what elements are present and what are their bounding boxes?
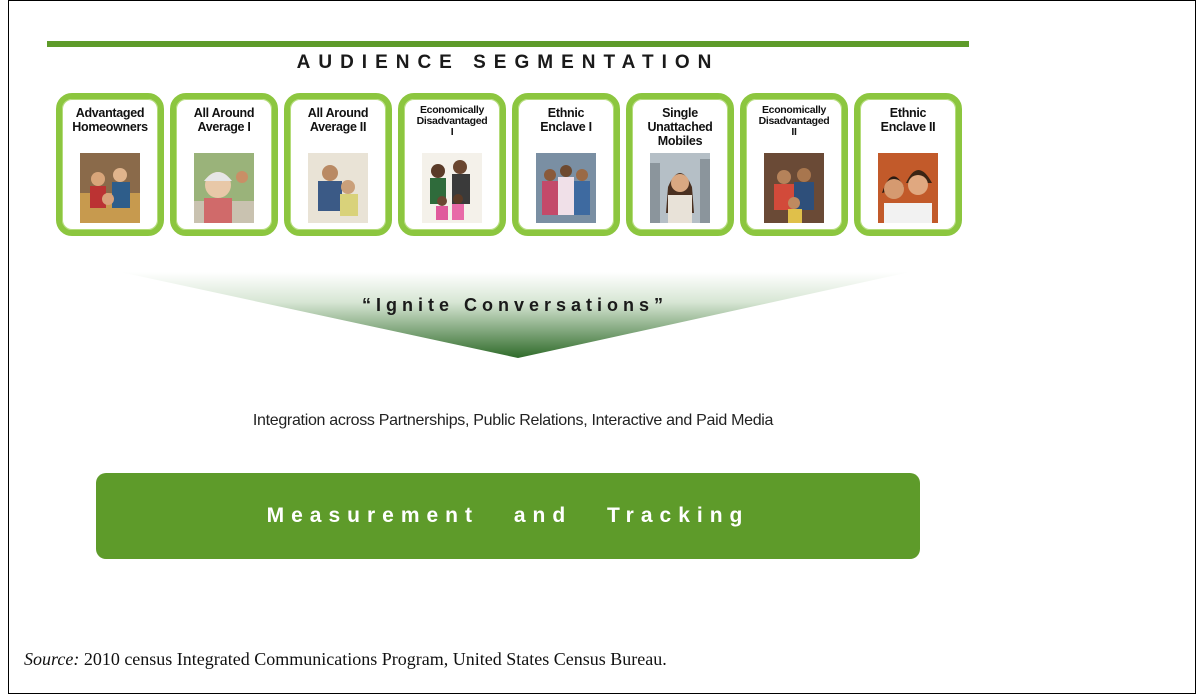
segment-label: All Around Average I <box>193 106 255 134</box>
source-label: Source: <box>24 649 80 669</box>
segment-card: All Around Average I <box>170 93 278 236</box>
integration-text: Integration across Partnerships, Public … <box>252 412 774 429</box>
segment-card: All Around Average II <box>284 93 392 236</box>
figure-frame <box>8 0 1196 694</box>
segment-card: Ethnic Enclave II <box>854 93 962 236</box>
segment-label: Advantaged Homeowners <box>72 106 148 134</box>
segment-label: All Around Average II <box>307 106 369 134</box>
segment-card: Economically Disadvantaged I <box>398 93 506 236</box>
segment-card: Economically Disadvantaged II <box>740 93 848 236</box>
funnel-shape <box>120 272 910 358</box>
measurement-box: Measurement and Tracking <box>96 473 920 559</box>
segment-photo <box>308 153 368 223</box>
measurement-label: Measurement and Tracking <box>266 504 750 527</box>
segment-card: Single Unattached Mobiles <box>626 93 734 236</box>
segment-card: Advantaged Homeowners <box>56 93 164 236</box>
segment-photo <box>80 153 140 223</box>
source-text: 2010 census Integrated Communications Pr… <box>79 649 667 669</box>
funnel-label: “Ignite Conversations” <box>361 295 669 315</box>
segment-photo <box>650 153 710 223</box>
segment-photo <box>422 153 482 223</box>
segment-label: Single Unattached Mobiles <box>647 106 713 148</box>
segment-label: Economically Disadvantaged I <box>416 104 488 138</box>
diagram-title: AUDIENCE SEGMENTATION <box>296 52 720 73</box>
segment-photo <box>194 153 254 223</box>
segment-label: Ethnic Enclave II <box>880 106 936 134</box>
segment-photo <box>536 153 596 223</box>
segment-photo <box>878 153 938 223</box>
segment-label: Ethnic Enclave I <box>540 106 592 134</box>
segment-card: Ethnic Enclave I <box>512 93 620 236</box>
segment-photo <box>764 153 824 223</box>
segment-label: Economically Disadvantaged II <box>758 104 830 138</box>
source-note: Source: 2010 census Integrated Communica… <box>24 649 667 670</box>
top-rule <box>47 41 969 47</box>
